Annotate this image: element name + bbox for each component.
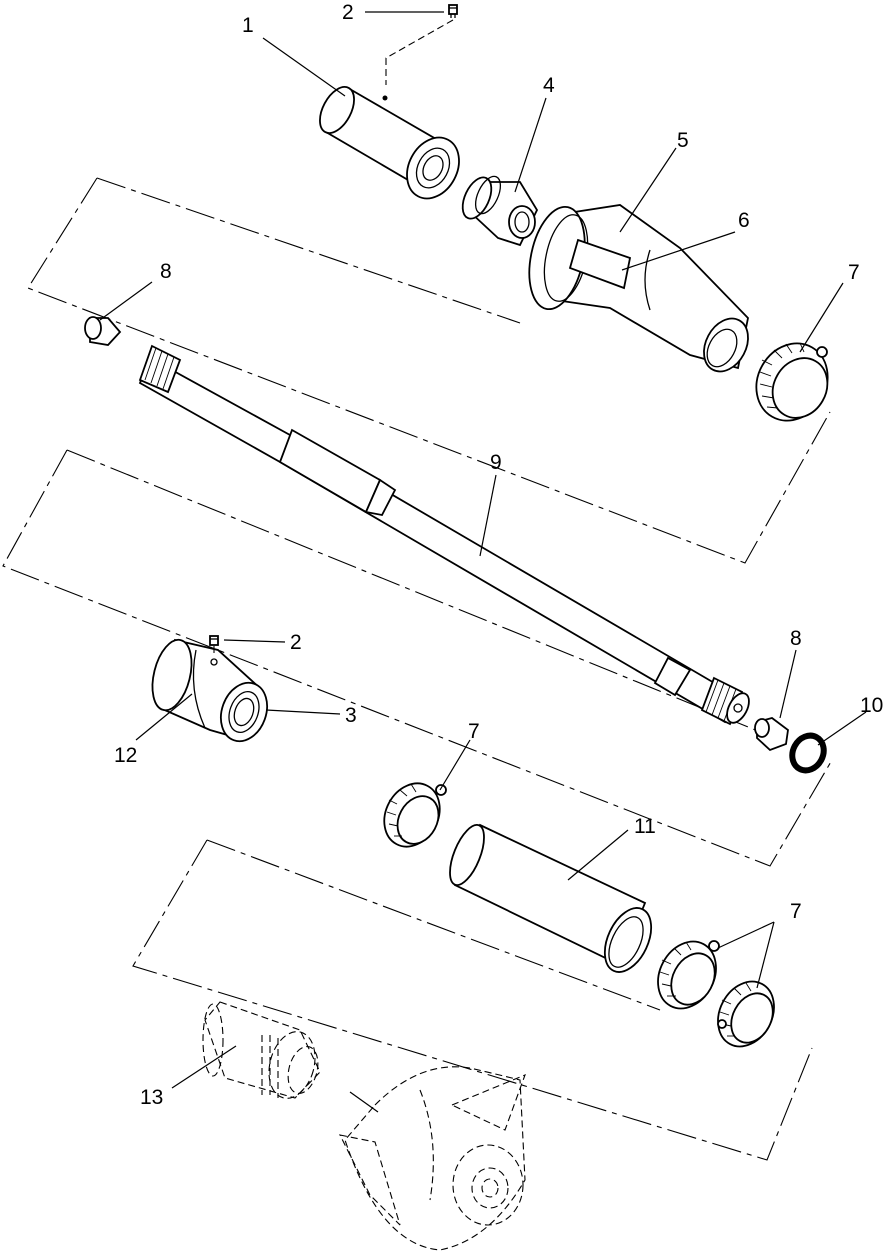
set-screw-middle xyxy=(209,635,219,656)
callout-9: 9 xyxy=(490,451,502,474)
hose-clamp-upper xyxy=(755,342,829,422)
callout-5: 5 xyxy=(677,129,689,152)
callout-11: 11 xyxy=(634,815,656,838)
hose-clamp-lower-left xyxy=(657,940,720,1010)
callout-7-upper: 7 xyxy=(848,261,860,284)
assembly-outline-lower xyxy=(132,839,813,1161)
callout-12: 12 xyxy=(114,744,137,767)
callouts: 1 2 4 5 6 7 8 9 2 3 12 8 10 7 11 7 13 xyxy=(114,1,883,1109)
callout-7-middle: 7 xyxy=(468,720,480,743)
driveshaft-boot xyxy=(528,204,749,373)
leader-lines xyxy=(99,11,867,1113)
callout-4: 4 xyxy=(543,74,555,97)
callout-3: 3 xyxy=(345,704,357,727)
callout-10: 10 xyxy=(860,694,883,717)
callout-8-lower: 8 xyxy=(790,627,802,650)
assembly-outline-upper xyxy=(27,177,831,564)
callout-7-lower: 7 xyxy=(790,900,802,923)
assembly-outline-middle xyxy=(2,449,833,867)
driveshaft-bearing xyxy=(461,175,539,247)
warning-decal xyxy=(568,238,632,290)
coupler-housing xyxy=(319,86,460,200)
bushing-upper xyxy=(84,316,122,346)
callout-1: 1 xyxy=(242,14,254,37)
tube xyxy=(449,823,653,973)
callout-6: 6 xyxy=(738,209,750,232)
hose-clamp-middle xyxy=(383,782,447,848)
coupler-middle xyxy=(151,638,268,743)
callout-13: 13 xyxy=(140,1086,163,1109)
callout-2-middle: 2 xyxy=(290,631,302,654)
o-ring xyxy=(789,732,827,774)
hose-clamp-lower-right xyxy=(717,980,775,1048)
set-screw-top xyxy=(385,4,458,85)
impeller-coupler-phantom xyxy=(202,1001,321,1099)
drive-shaft xyxy=(138,344,750,726)
callout-2-top: 2 xyxy=(342,1,354,24)
callout-8-upper: 8 xyxy=(160,260,172,283)
impeller-phantom xyxy=(339,1066,526,1251)
bushing-lower xyxy=(754,717,789,752)
